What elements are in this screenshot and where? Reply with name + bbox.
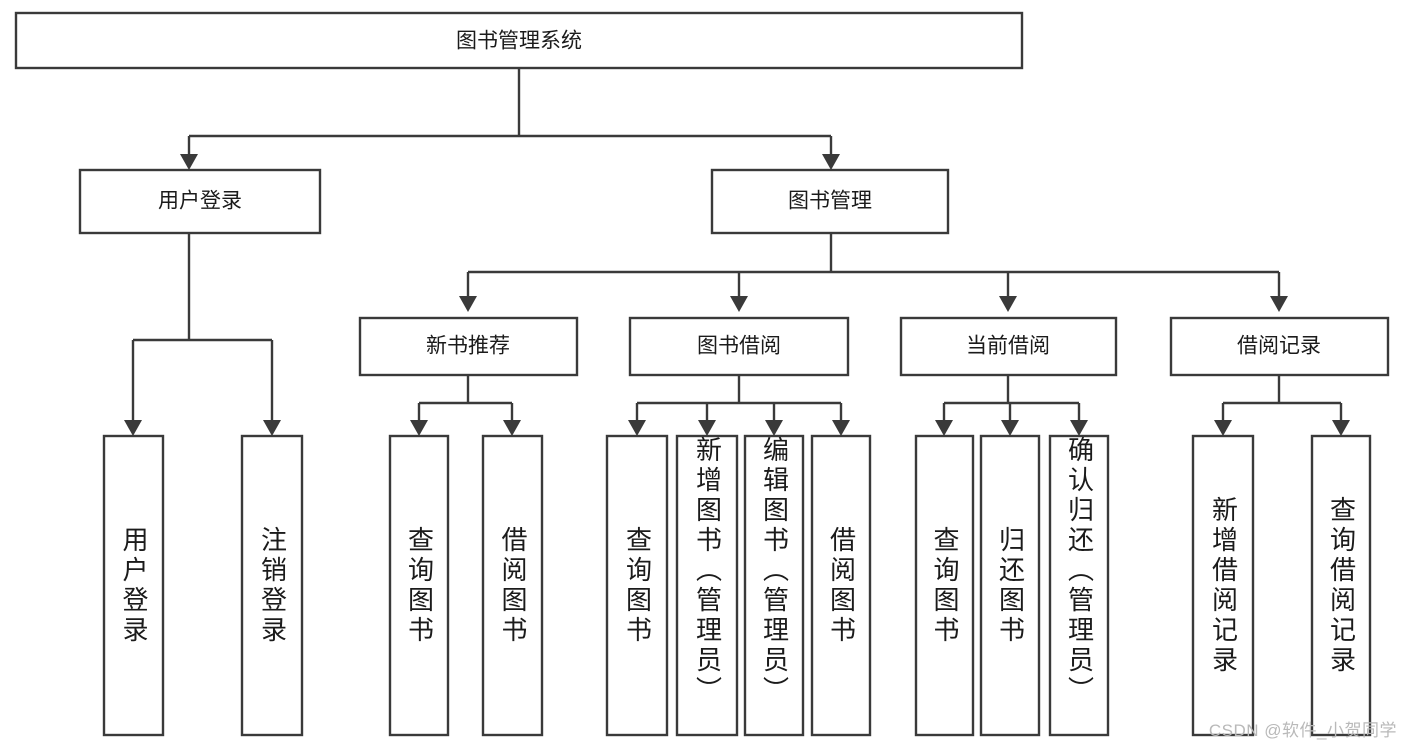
arrow-leaf-query-record [1332, 420, 1350, 436]
arrow-leaf-query-book-c [935, 420, 953, 436]
leaf-box-add-book[interactable] [675, 434, 739, 737]
node-book-management-label: 图书管理 [788, 190, 872, 213]
node-root-system[interactable]: 图书管理系统 [14, 11, 1024, 70]
node-book-borrow-label: 图书借阅 [697, 335, 781, 358]
leaf-box-query-book-a[interactable] [388, 434, 450, 737]
arrow-to-borrow-record [1270, 296, 1288, 312]
node-borrow-record[interactable]: 借阅记录 [1169, 316, 1390, 377]
node-borrow-record-label: 借阅记录 [1237, 335, 1321, 358]
arrow-leaf-query-book-b [628, 420, 646, 436]
node-user-login[interactable]: 用户登录 [78, 168, 322, 235]
arrow-to-new-book-rec [459, 296, 477, 312]
node-user-login-box[interactable] [78, 168, 322, 235]
node-new-book-recommend-label: 新书推荐 [426, 335, 510, 358]
leaf-box-borrow-book-b[interactable] [810, 434, 872, 737]
node-new-book-recommend[interactable]: 新书推荐 [358, 316, 579, 377]
leaf-box-confirm-return[interactable] [1048, 434, 1110, 737]
arrow-leaf-borrow-book-a [503, 420, 521, 436]
arrow-leaf-return-book [1001, 420, 1019, 436]
leaf-box-query-borrow-record[interactable] [1310, 434, 1372, 737]
node-layer: 图书管理系统 用户登录 图书管理 新书推荐 图书借阅 当前 [14, 11, 1390, 737]
node-book-management[interactable]: 图书管理 [710, 168, 950, 235]
node-user-login-label: 用户登录 [158, 190, 242, 213]
arrow-leaf-edit-book [765, 420, 783, 436]
edge-layer [124, 68, 1350, 436]
arrow-leaf-user-login [124, 420, 142, 436]
node-book-management-box[interactable] [710, 168, 950, 235]
leaf-box-query-book-c[interactable] [914, 434, 975, 737]
csdn-watermark: CSDN @软件_小贺同学 [1208, 721, 1397, 740]
leaf-box-logout[interactable] [240, 434, 304, 737]
arrow-leaf-query-book-a [410, 420, 428, 436]
node-new-book-recommend-box[interactable] [358, 316, 579, 377]
arrow-leaf-confirm-return [1070, 420, 1088, 436]
node-book-borrow[interactable]: 图书借阅 [628, 316, 850, 377]
arrow-to-current-borrow [999, 296, 1017, 312]
node-current-borrow-box[interactable] [899, 316, 1118, 377]
arrow-leaf-borrow-book-b [832, 420, 850, 436]
arrow-to-book-management [822, 154, 840, 170]
node-root-system-label: 图书管理系统 [456, 30, 582, 53]
arrow-leaf-add-book [698, 420, 716, 436]
leaf-box-edit-book[interactable] [743, 434, 805, 737]
arrow-to-user-login [180, 154, 198, 170]
node-root-system-box[interactable] [14, 11, 1024, 70]
leaf-box-borrow-book-a[interactable] [481, 434, 544, 737]
arrow-to-book-borrow [730, 296, 748, 312]
arrow-leaf-logout [263, 420, 281, 436]
node-borrow-record-box[interactable] [1169, 316, 1390, 377]
leaf-box-query-book-b[interactable] [605, 434, 669, 737]
arrow-leaf-add-record [1214, 420, 1232, 436]
leaf-box-return-book[interactable] [979, 434, 1041, 737]
node-book-borrow-box[interactable] [628, 316, 850, 377]
node-current-borrow-label: 当前借阅 [966, 335, 1050, 358]
leaf-box-add-borrow-record[interactable] [1191, 434, 1255, 737]
leaf-box-user-login[interactable] [102, 434, 165, 737]
node-current-borrow[interactable]: 当前借阅 [899, 316, 1118, 377]
